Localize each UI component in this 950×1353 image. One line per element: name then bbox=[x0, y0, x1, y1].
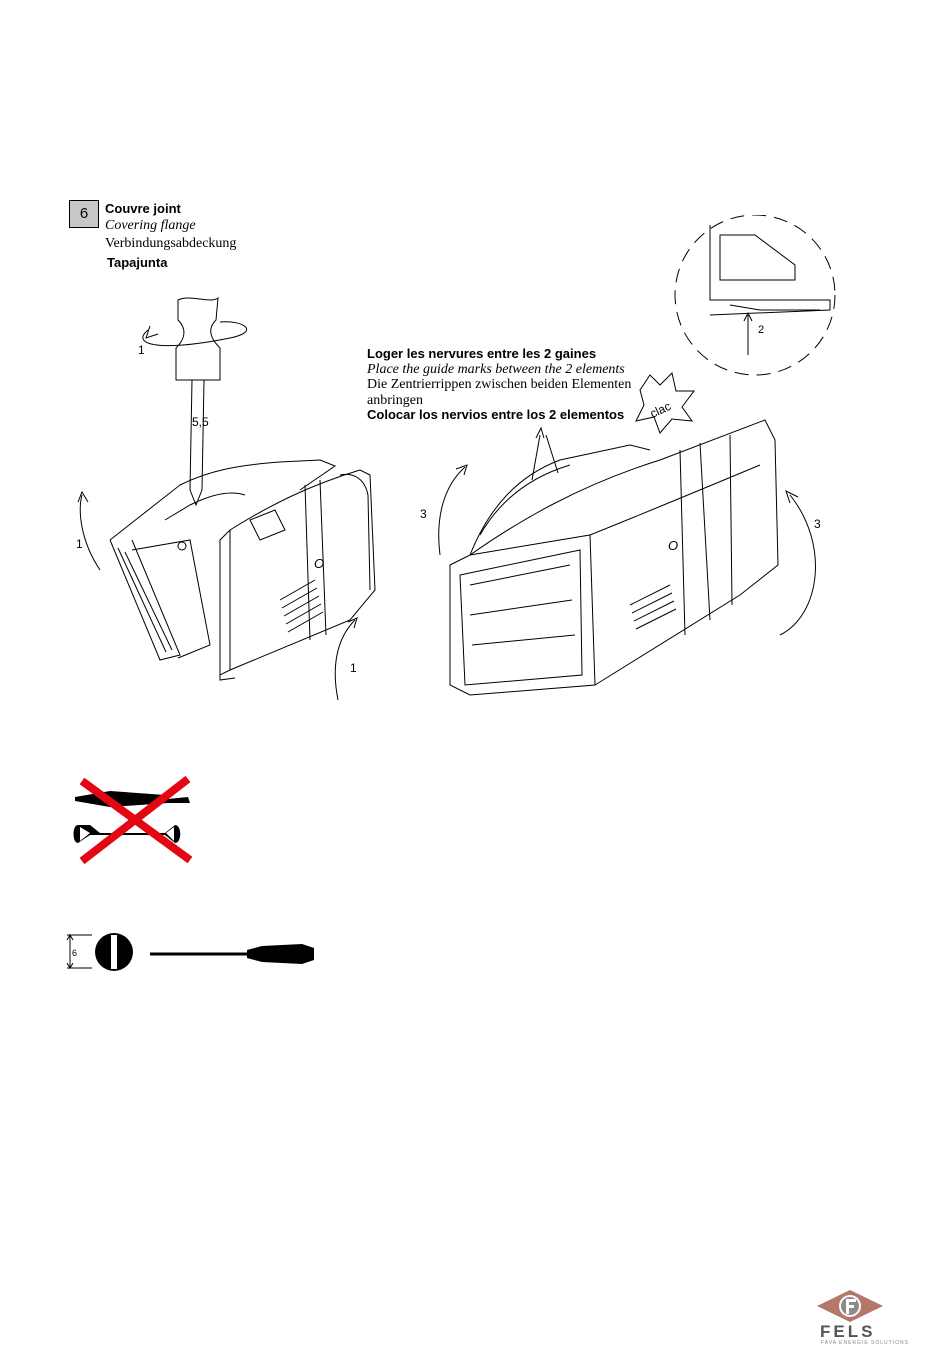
no-power-tools-icon bbox=[70, 775, 195, 865]
screwdriver-size-label: 5,5 bbox=[192, 415, 209, 429]
step-label-2: 2 bbox=[758, 324, 764, 336]
step-number-box: 6 bbox=[69, 200, 99, 228]
step-label-1b: 1 bbox=[76, 537, 83, 551]
step-title-fr: Couvre joint bbox=[105, 201, 181, 216]
assembly-illustration: clac 2 3 3 O bbox=[410, 215, 840, 705]
step-label-3b: 3 bbox=[814, 517, 821, 531]
profile-mark-left: O bbox=[314, 556, 324, 571]
flat-screwdriver-size-icon: 6 bbox=[62, 930, 322, 976]
logo-tagline: FAVA ENERGIE SOLUTIONS bbox=[821, 1340, 909, 1346]
step-title-de: Verbindungsabdeckung bbox=[105, 236, 236, 252]
fels-logo-icon bbox=[815, 1288, 885, 1324]
step-label-1a: 1 bbox=[138, 343, 145, 357]
profile-mark-right: O bbox=[668, 538, 678, 553]
step-label-3a: 3 bbox=[420, 507, 427, 521]
cover-removal-illustration: 5,5 1 1 1 O bbox=[70, 290, 390, 710]
step-title-es: Tapajunta bbox=[107, 255, 167, 270]
step-title-en: Covering flange bbox=[105, 218, 196, 234]
tool-size-label: 6 bbox=[72, 948, 77, 958]
logo-name: FELS bbox=[820, 1322, 875, 1342]
step-label-1c: 1 bbox=[350, 661, 357, 675]
